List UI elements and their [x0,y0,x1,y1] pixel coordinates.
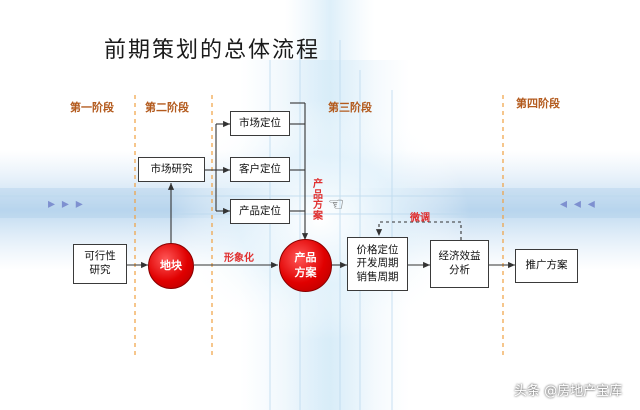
product-plan-vertical-label: 产品方案 [313,179,323,222]
customer-positioning-box: 客户定位 [230,157,290,182]
decorative-dots-left: ▸ ▸ ▸ [48,196,84,212]
stage-label-2: 第二阶段 [145,101,189,114]
promotion-plan-box: 推广方案 [515,249,578,283]
price-cycle-box: 价格定位开发周期销售周期 [347,237,408,291]
product-positioning-box: 产品定位 [230,199,290,224]
arrow-fine-tune-feedback [375,221,462,240]
economic-analysis-box: 经济效益分析 [430,240,489,288]
pointer-hand-icon: ☜ [328,194,345,215]
feasibility-study-box: 可行性研究 [73,244,127,284]
stage-label-3: 第三阶段 [328,101,372,114]
stage-label-1: 第一阶段 [70,101,114,114]
decorative-dots-right: ◂ ◂ ◂ [560,196,596,212]
fine-tune-label: 微调 [410,213,430,224]
visualize-label: 形象化 [224,253,254,264]
product-plan-circle: 产品方案 [279,239,332,292]
page-title: 前期策划的总体流程 [104,38,321,63]
watermark: 头条 @房地产宝库 [514,384,623,399]
market-positioning-box: 市场定位 [230,111,290,136]
stage-label-4: 第四阶段 [516,97,560,110]
land-circle: 地块 [148,243,194,289]
market-research-box: 市场研究 [138,157,205,182]
